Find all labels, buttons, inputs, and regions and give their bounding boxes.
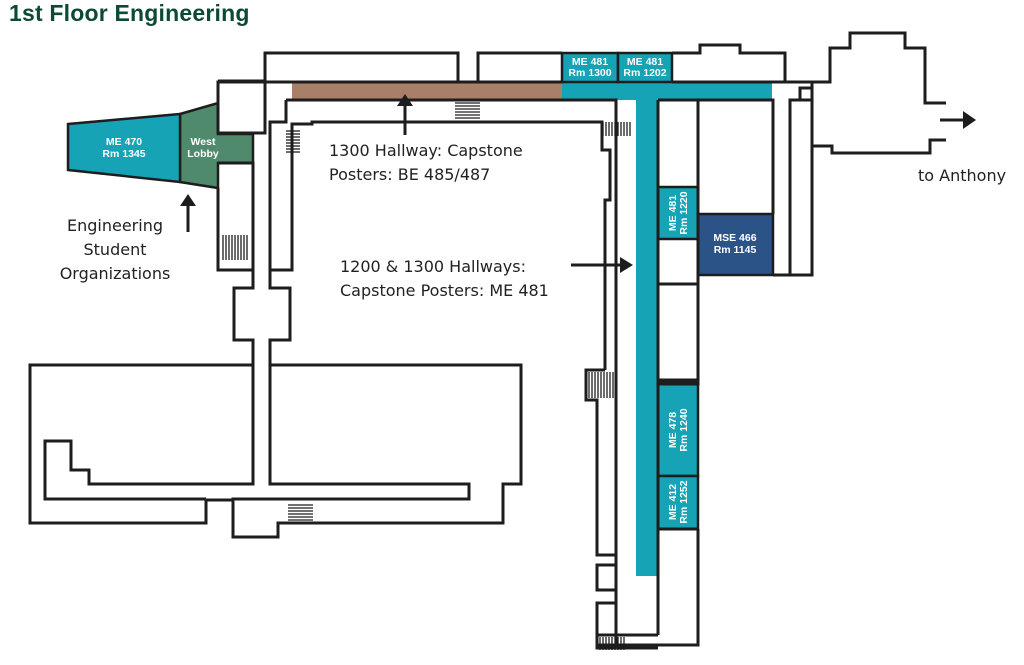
room-me470[interactable] (66, 112, 182, 184)
arrow-icon (397, 94, 413, 135)
room-me481-1220[interactable] (656, 185, 700, 241)
hallway-1300-fill[interactable] (292, 83, 564, 100)
room-label-me478: ME 478Rm 1240 (667, 408, 690, 451)
stairs-icon (455, 102, 480, 119)
stairs-icon (602, 122, 631, 136)
annotation-1200-1300-hallways: 1200 & 1300 Hallways:Capstone Posters: M… (340, 257, 549, 300)
room-label-me412: ME 412Rm 1252 (667, 480, 690, 523)
stairs-icon (286, 130, 300, 153)
arrow-icon (940, 111, 976, 129)
stairs-icon (588, 372, 614, 398)
arrow-icon (571, 257, 633, 273)
hallway-1200-vertical-fill[interactable] (636, 98, 658, 576)
room-mse466[interactable] (696, 212, 775, 277)
stairs-icon (222, 235, 248, 260)
stairs-icon (288, 504, 313, 521)
building-walls (28, 31, 946, 650)
stairs-icon (599, 637, 625, 650)
page-title: 1st Floor Engineering (9, 0, 250, 26)
annotation-to-anthony[interactable]: to Anthony (918, 166, 1006, 185)
arrow-icon (180, 194, 196, 232)
room-me481-1202[interactable] (616, 51, 674, 84)
room-label-me481-1220: ME 481Rm 1220 (667, 191, 690, 234)
hallway-1200-top-fill[interactable] (562, 83, 772, 100)
